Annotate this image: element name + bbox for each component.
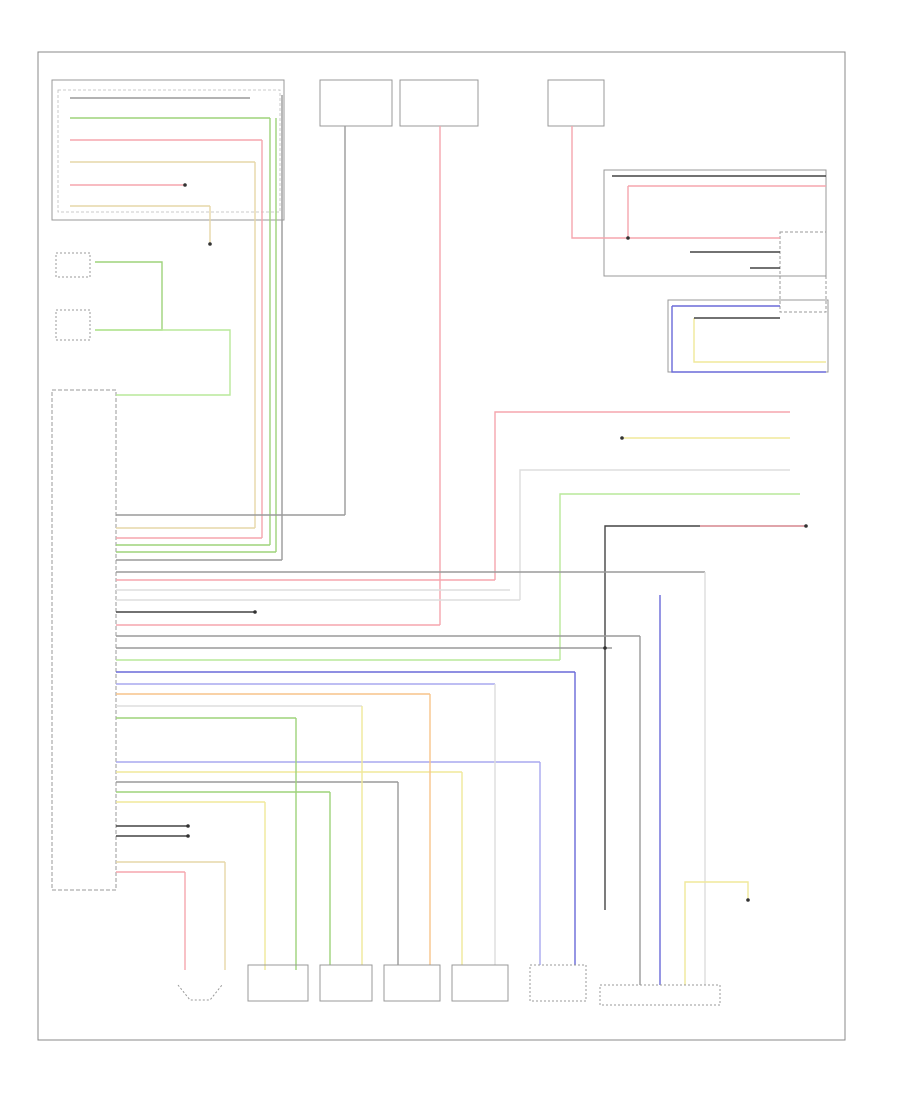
left-box-2 <box>55 309 91 341</box>
component-box-3 <box>383 964 441 1002</box>
top-left-module-inner <box>57 89 281 213</box>
trunk-wires <box>254 95 283 560</box>
climate-module-wires <box>116 514 705 873</box>
temp-sensor-symbol <box>177 984 223 1001</box>
right-lower-box <box>667 299 829 373</box>
top-module-wires <box>70 97 270 244</box>
fuse-wires <box>344 126 826 625</box>
right-box-wires <box>671 305 826 373</box>
component-box-1 <box>247 964 309 1002</box>
climate-module-box <box>51 389 117 891</box>
green-sensor-wires <box>95 261 231 396</box>
left-box-1 <box>55 252 91 278</box>
component-box-5 <box>529 964 587 1002</box>
fuse-block-1 <box>319 79 393 127</box>
component-box-6 <box>599 984 721 1006</box>
component-box-4 <box>451 964 509 1002</box>
bottom-components <box>177 964 721 1006</box>
relay-module-box <box>603 169 827 277</box>
bottom-drop-wires <box>184 572 749 985</box>
fuse-block-2 <box>399 79 479 127</box>
diagram-frame <box>37 51 846 1041</box>
top-left-module-box <box>51 79 285 221</box>
connector-dots <box>183 183 808 902</box>
switch-wires <box>494 411 806 910</box>
component-box-2 <box>319 964 373 1002</box>
relay-inner <box>779 231 827 313</box>
fuse-block-3 <box>547 79 605 127</box>
